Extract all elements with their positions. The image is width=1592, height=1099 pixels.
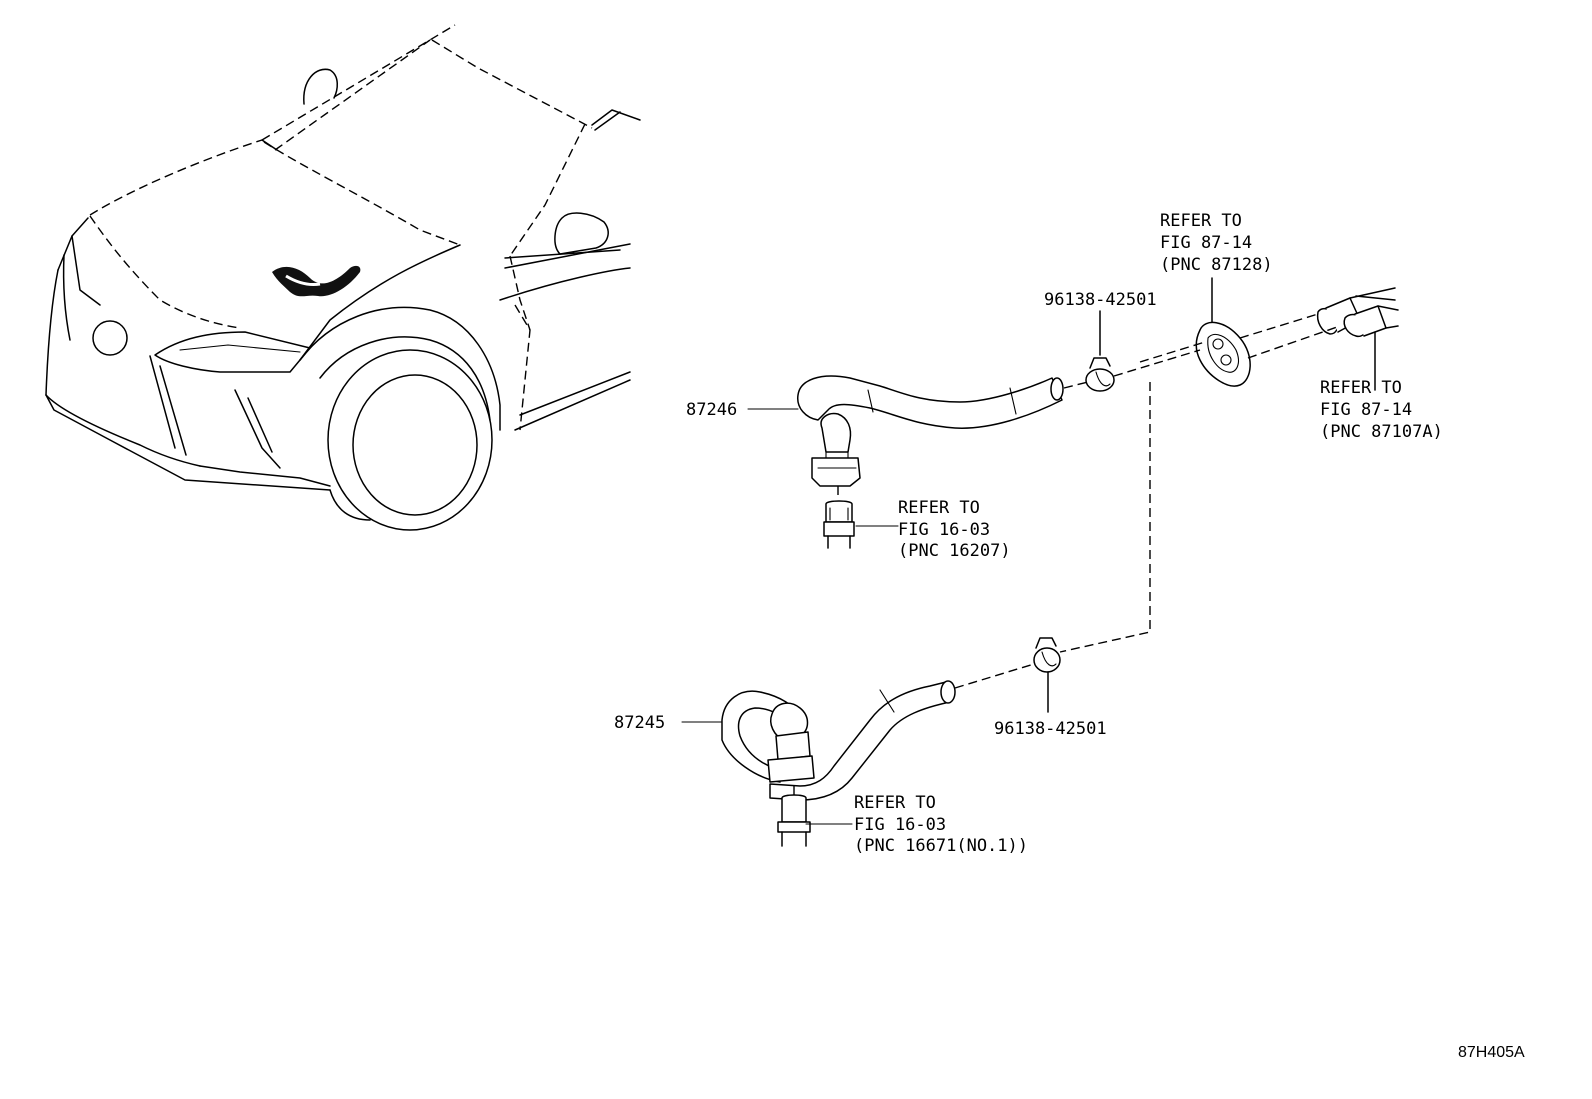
- ref-line: FIG 87-14: [1320, 400, 1412, 420]
- part-label-87246: 87246: [686, 400, 737, 420]
- ref-line: REFER TO: [854, 793, 936, 813]
- hose-87246: [797, 375, 1064, 487]
- ref-line: (PNC 87128): [1160, 255, 1273, 275]
- hose-87245: [721, 680, 956, 801]
- ref-grommet: REFER TO FIG 87-14 (PNC 87128): [1160, 211, 1273, 275]
- ref-line: FIG 16-03: [854, 815, 946, 835]
- diagram-code: 87H405A: [1458, 1044, 1525, 1061]
- part-label-clip-lower: 96138-42501: [994, 719, 1107, 739]
- ref-pipe-upper: REFER TO FIG 16-03 (PNC 16207): [898, 498, 1011, 561]
- ref-line: (PNC 16671(NO.1)): [854, 836, 1028, 856]
- clip-upper: [1085, 310, 1115, 392]
- pipe-upper: [823, 500, 855, 549]
- clip-lower: [1033, 637, 1061, 713]
- grommet: [1195, 277, 1251, 387]
- check-valve: [1316, 287, 1399, 391]
- part-label-87245: 87245: [614, 713, 665, 733]
- ref-line: REFER TO: [898, 498, 980, 518]
- ref-line: REFER TO: [1320, 378, 1402, 398]
- labels: 87246 87245 96138-42501 96138-42501 REFE…: [614, 211, 1525, 1061]
- part-label-clip-upper: 96138-42501: [1044, 290, 1157, 310]
- ref-valve: REFER TO FIG 87-14 (PNC 87107A): [1320, 378, 1443, 442]
- ref-pipe-lower: REFER TO FIG 16-03 (PNC 16671(NO.1)): [854, 793, 1028, 856]
- ref-line: REFER TO: [1160, 211, 1242, 231]
- leader-lines: [681, 408, 899, 825]
- pipe-lower: [777, 794, 811, 847]
- ref-line: (PNC 16207): [898, 541, 1011, 561]
- vehicle-illustration: [45, 24, 641, 531]
- assembly-dashed-lines: [793, 313, 1341, 796]
- ref-line: (PNC 87107A): [1320, 422, 1443, 442]
- ref-line: FIG 87-14: [1160, 233, 1252, 253]
- ref-line: FIG 16-03: [898, 520, 990, 540]
